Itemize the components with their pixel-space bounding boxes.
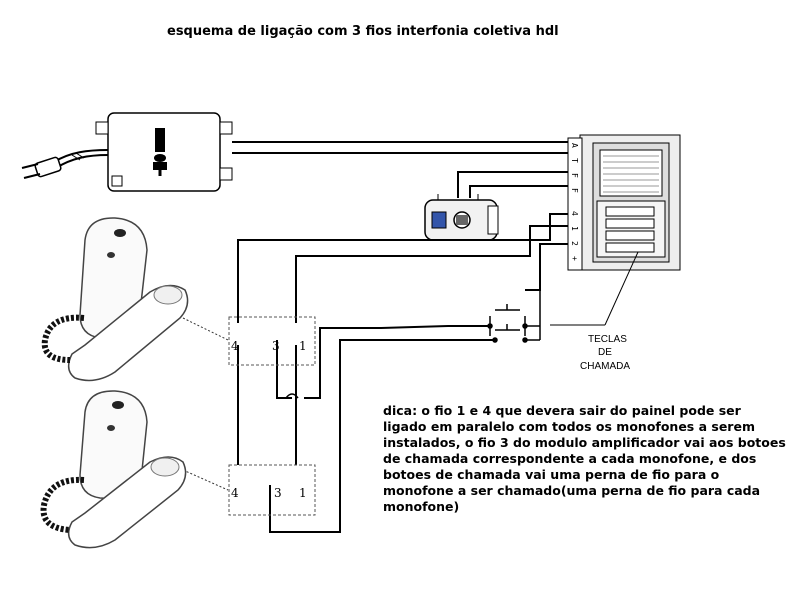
installation-tip-note: dica: o fio 1 e 4 que devera sair do pai… bbox=[383, 403, 786, 515]
note-line: monofone) bbox=[383, 499, 460, 514]
box-top-label-1: 1 bbox=[299, 339, 307, 353]
terminal-label-t: T bbox=[570, 158, 579, 163]
interphone-handset-bottom bbox=[40, 390, 187, 549]
diagram-title: esquema de ligação com 3 fios interfonia… bbox=[167, 24, 559, 39]
box-bottom-label-3: 3 bbox=[274, 486, 282, 500]
note-line: de chamada correspondente a cada monofon… bbox=[383, 451, 757, 466]
power-plug bbox=[21, 149, 109, 179]
terminal-labels: A T F F 4 1 2 + bbox=[570, 143, 579, 261]
teclas-line1: TECLAS bbox=[588, 334, 627, 345]
note-line: monofone a ser chamado(uma perna de fio … bbox=[383, 483, 761, 498]
call-switch-bottom bbox=[492, 324, 540, 343]
terminal-label-a: A bbox=[570, 143, 579, 148]
terminal-label-1: 1 bbox=[570, 226, 579, 231]
teclas-de-chamada-label: TECLAS DE CHAMADA bbox=[550, 251, 639, 372]
note-line: ligado em paralelo com todos os monofone… bbox=[383, 419, 755, 434]
call-button-2 bbox=[605, 218, 655, 229]
note-line: dica: o fio 1 e 4 que devera sair do pai… bbox=[383, 403, 741, 418]
pointer-line-top bbox=[182, 317, 229, 341]
wire-crossover bbox=[285, 393, 299, 399]
terminal-label-plus: + bbox=[570, 256, 579, 261]
electric-lock bbox=[424, 194, 499, 241]
box-bottom-label-1: 1 bbox=[299, 486, 307, 500]
call-button-1 bbox=[605, 206, 655, 217]
note-line: botoes de chamada vai uma perna de fio p… bbox=[383, 467, 720, 482]
power-supply bbox=[95, 112, 233, 192]
terminal-box-top: 4 3 1 bbox=[228, 316, 316, 366]
terminal-label-f2: F bbox=[570, 188, 579, 193]
terminal-label-2: 2 bbox=[570, 241, 579, 246]
box-top-label-3: 3 bbox=[272, 339, 280, 353]
pointer-line-bottom bbox=[182, 469, 229, 491]
hdl-logo bbox=[153, 128, 167, 176]
terminal-box-bottom: 4 3 1 bbox=[228, 464, 316, 516]
teclas-line3: CHAMADA bbox=[580, 361, 630, 372]
terminal-label-4: 4 bbox=[570, 211, 579, 216]
box-top-label-4: 4 bbox=[231, 339, 239, 353]
teclas-line2: DE bbox=[598, 347, 612, 358]
terminal-label-f1: F bbox=[570, 173, 579, 178]
call-switch-top bbox=[487, 290, 541, 340]
note-line: instalados, o fio 3 do modulo amplificad… bbox=[383, 435, 786, 450]
call-button-3 bbox=[605, 230, 655, 241]
door-panel bbox=[567, 134, 681, 271]
call-button-4 bbox=[605, 242, 655, 253]
interphone-handset-top bbox=[41, 217, 189, 382]
box-bottom-label-4: 4 bbox=[231, 486, 239, 500]
